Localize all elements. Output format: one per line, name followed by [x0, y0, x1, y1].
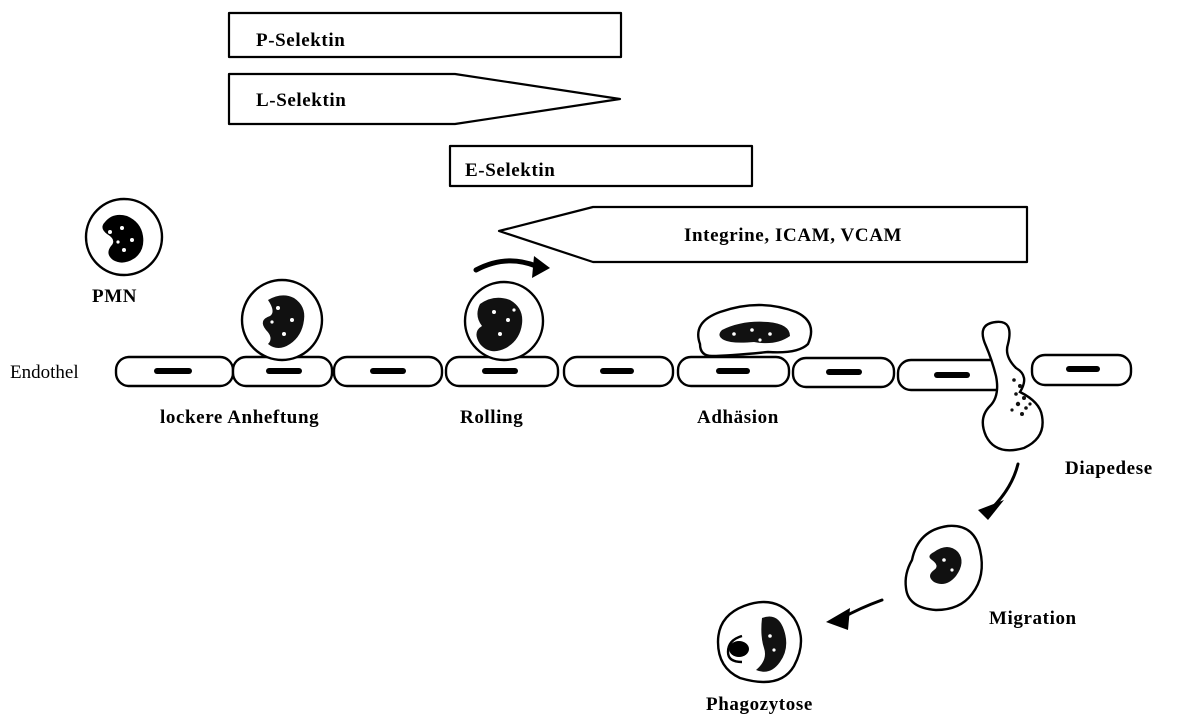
e-selektin-bar: E-Selektin	[448, 144, 754, 188]
pmn-adhesion	[697, 303, 813, 358]
e-selektin-label: E-Selektin	[465, 160, 555, 181]
endothelium	[114, 353, 1133, 392]
pmn-label: PMN	[92, 286, 137, 307]
endothelial-cell	[444, 355, 560, 388]
stage-label-lockere-anheftung: lockere Anheftung	[160, 407, 319, 428]
stage-label-phagozytose: Phagozytose	[706, 694, 813, 715]
p-selektin-bar: P-Selektin	[227, 11, 623, 59]
endothelial-cell	[332, 355, 444, 388]
migration-to-phagozytose-arrow-icon	[826, 598, 884, 630]
endothelial-cell	[562, 355, 675, 388]
endothelial-cell	[1030, 353, 1133, 387]
diapedese-to-migration-arrow-icon	[978, 462, 1020, 520]
l-selektin-bar: L-Selektin	[227, 72, 622, 126]
pmn-rolling	[463, 280, 545, 362]
phagocytosed-particle	[729, 641, 749, 657]
stage-label-adhaesion: Adhäsion	[697, 407, 779, 428]
stage-label-rolling: Rolling	[460, 407, 523, 428]
stage-label-migration: Migration	[989, 608, 1077, 629]
diapedese-granules	[1010, 378, 1032, 416]
pmn-diapedese	[981, 320, 1044, 452]
endothelial-cell	[114, 355, 235, 388]
pmn-nucleus	[102, 214, 144, 263]
rolling-arrow-icon	[473, 256, 550, 278]
pmn-phagozytose	[716, 600, 803, 684]
endothel-label: Endothel	[10, 362, 79, 383]
pmn-migration	[904, 524, 983, 612]
integrine-label: Integrine, ICAM, VCAM	[684, 225, 902, 246]
l-selektin-label: L-Selektin	[256, 90, 346, 111]
endothelial-cell	[231, 355, 334, 388]
pmn-cell	[84, 197, 164, 277]
endothelial-cell	[791, 356, 896, 389]
stage-label-diapedese: Diapedese	[1065, 458, 1153, 479]
endothelial-cell	[676, 355, 791, 388]
pmn-loose-attachment	[240, 278, 324, 362]
endothelial-cell	[896, 358, 1010, 392]
integrine-icam-vcam-bar: Integrine, ICAM, VCAM	[497, 205, 1029, 264]
p-selektin-label: P-Selektin	[256, 30, 345, 51]
